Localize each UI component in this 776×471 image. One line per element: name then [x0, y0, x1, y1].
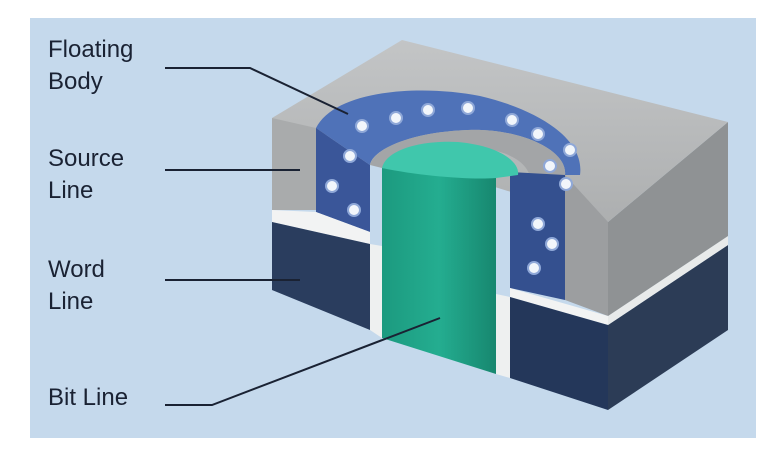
pillar-gap-left	[370, 244, 382, 338]
label-floating-body-line1: Floating	[48, 36, 134, 63]
word-line-front-left	[272, 222, 370, 330]
charge-dot	[347, 203, 361, 217]
separator-band-front-right	[510, 288, 608, 325]
floating-body-leader	[165, 67, 349, 115]
charge-dot	[461, 101, 475, 115]
charge-dot	[421, 103, 435, 117]
ring-inner-rim	[370, 129, 566, 178]
label-floating-body-line2: Body	[48, 68, 103, 95]
label-source-line: Source Line	[48, 143, 124, 207]
charge-dot	[325, 179, 339, 193]
upper-block-front-right	[565, 175, 608, 316]
charge-dot	[545, 237, 559, 251]
leader-lines	[165, 67, 441, 406]
charge-dot	[343, 149, 357, 163]
bit-line-pillar	[382, 168, 496, 374]
label-bit-line: Bit Line	[48, 384, 129, 411]
label-source-line-line2: Line	[48, 177, 94, 204]
charge-dot	[355, 119, 369, 133]
bit-line-leader	[165, 317, 441, 406]
bit-line-pillar-top	[382, 141, 519, 179]
charge-dot	[527, 261, 541, 275]
charge-dot	[543, 159, 557, 173]
charge-dot	[559, 177, 573, 191]
charge-dot	[531, 127, 545, 141]
charge-dots	[325, 101, 577, 275]
label-floating-body: Floating Body	[48, 34, 133, 98]
label-word-line: Word Line	[48, 254, 105, 318]
label-word-line-line2: Line	[48, 288, 94, 315]
pillar-gap-right	[496, 294, 510, 378]
charge-dot	[505, 113, 519, 127]
separator-band-side-face	[608, 236, 728, 325]
label-source-line-line1: Source	[48, 145, 125, 172]
charge-dot	[563, 143, 577, 157]
word-line-side-face	[608, 245, 728, 410]
floating-body-ring-top	[316, 90, 581, 175]
floating-body-front-right	[510, 172, 565, 300]
upper-block-side-face	[608, 122, 728, 316]
word-line-front-right	[510, 297, 608, 410]
label-word-line-line1: Word	[48, 256, 105, 283]
upper-block-front-left	[272, 118, 316, 210]
separator-band-front-left	[272, 210, 370, 244]
charge-dot	[389, 111, 403, 125]
charge-dot	[531, 217, 545, 231]
